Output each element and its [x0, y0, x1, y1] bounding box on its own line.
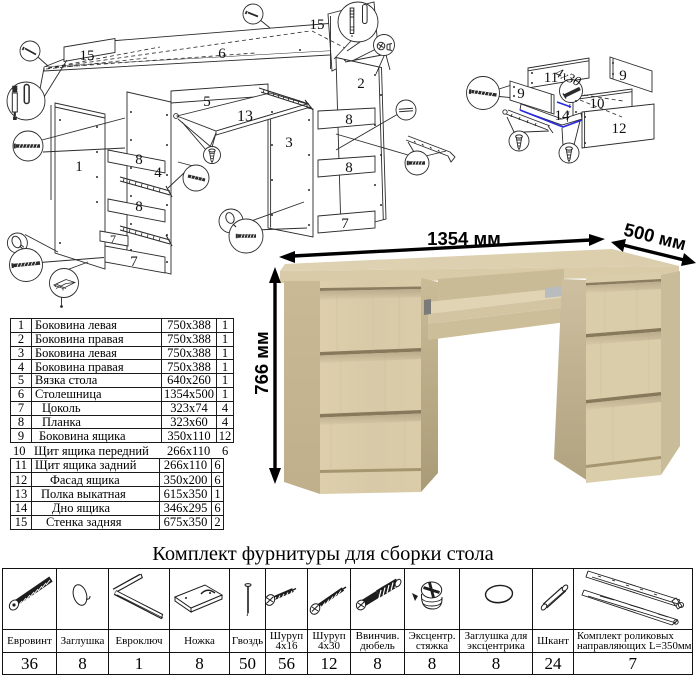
svg-text:15: 15 — [80, 48, 95, 64]
svg-text:4: 4 — [154, 165, 162, 181]
svg-text:8: 8 — [345, 160, 353, 176]
svg-text:12: 12 — [612, 121, 627, 137]
svg-text:11: 11 — [544, 70, 558, 86]
svg-text:15: 15 — [310, 17, 325, 33]
svg-text:500 мм: 500 мм — [622, 219, 689, 255]
svg-text:9: 9 — [619, 68, 627, 84]
svg-text:7: 7 — [110, 232, 116, 246]
svg-text:10: 10 — [590, 96, 605, 112]
svg-text:9: 9 — [517, 86, 525, 102]
svg-text:7: 7 — [130, 254, 138, 270]
svg-text:3: 3 — [285, 135, 293, 151]
svg-text:13: 13 — [237, 108, 253, 125]
svg-text:8: 8 — [135, 199, 143, 215]
svg-text:7: 7 — [341, 216, 349, 232]
svg-text:8: 8 — [135, 152, 143, 168]
svg-text:6: 6 — [218, 46, 226, 62]
svg-text:1: 1 — [75, 159, 83, 175]
svg-text:766 мм: 766 мм — [251, 331, 272, 394]
svg-text:14: 14 — [555, 108, 571, 124]
svg-text:8: 8 — [345, 112, 353, 128]
svg-text:1354 мм: 1354 мм — [427, 228, 501, 249]
svg-text:2: 2 — [357, 76, 365, 92]
svg-text:5: 5 — [203, 94, 211, 110]
